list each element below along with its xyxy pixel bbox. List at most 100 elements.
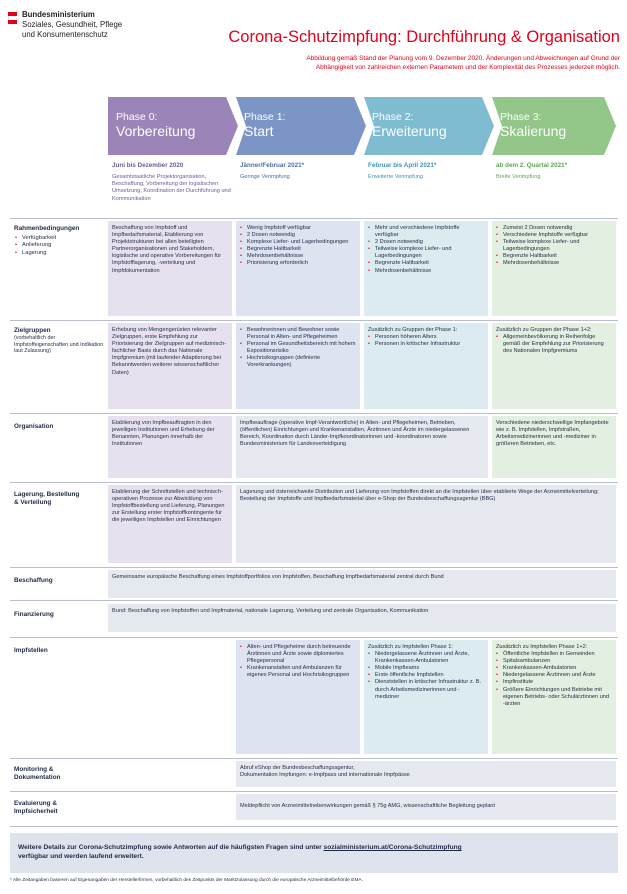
- phase-3-header: Phase 3: Skalierung: [492, 97, 616, 155]
- list-item: Mehrdosenbehältnisse: [496, 260, 612, 267]
- logo-line-1: Bundesministerium: [22, 10, 95, 19]
- cell-impf-phase2: Zusätzlich zu Impfstellen Phase 1: Niede…: [364, 640, 488, 754]
- cell-evaluierung: Meldepflicht von Arzneimittelnebenwirkun…: [236, 794, 616, 820]
- phase-0-header: Phase 0: Vorbereitung: [108, 97, 238, 155]
- cell-ziel-phase1: Bewohnerinnen und Bewohner sowie Persona…: [236, 323, 360, 409]
- list-item: Bewohnerinnen und Bewohner sowie Persona…: [240, 327, 356, 341]
- divider: [10, 600, 618, 601]
- ministry-logo: Bundesministerium Soziales, Gesundheit, …: [8, 10, 178, 40]
- phase-0-period: Juni bis Dezember 2020: [112, 162, 184, 169]
- page-title: Corona-Schutzimpfung: Durchführung & Org…: [228, 28, 620, 46]
- list-item: Begrenzte Haltbarkeit: [496, 253, 612, 260]
- list-item: Teilweise komplexe Liefer- und Lagerbedi…: [368, 246, 484, 260]
- divider: [10, 320, 618, 321]
- phase-2-period: Februar bis April 2021*: [368, 162, 437, 169]
- row-label-zielgruppen: Zielgruppen (vorbehaltlich der Impfstoff…: [14, 327, 104, 355]
- divider: [10, 826, 618, 827]
- list-item: Zumeist 2 Dosen notwendig: [496, 225, 612, 232]
- list-item: Hochrisikogruppen (definierte Vorerkrank…: [240, 355, 356, 369]
- list-item: Wenig Impfstoff verfügbar: [240, 225, 356, 232]
- cell-rahmen-phase1: Wenig Impfstoff verfügbar 2 Dosen notwen…: [236, 221, 360, 316]
- row-label-lagerung: Lagerung, Bestellung & Verteilung: [14, 491, 80, 506]
- list-item: Teilweise komplexe Liefer- und Lagerbedi…: [496, 239, 612, 253]
- divider: [10, 758, 618, 759]
- list-item: Mehrdosenbehältnisse: [368, 268, 484, 275]
- phase-3-period: ab dem 2. Quartal 2021*: [496, 162, 568, 169]
- phase-1-header: Phase 1: Start: [236, 97, 366, 155]
- cell-rahmen-phase2: Mehr und verschiedene Impfstoffe verfügb…: [364, 221, 488, 316]
- list-item: Mehrdosenbehältnisse: [240, 253, 356, 260]
- list-item: Öffentliche Impfstellen in Gemeinden: [496, 651, 612, 658]
- phase-1-name: Start: [244, 123, 274, 139]
- cell-finanzierung: Bund: Beschaffung von Impfstoffen und Im…: [108, 604, 616, 632]
- list-item: Personal im Gesundheitsbereich mit hohem…: [240, 341, 356, 355]
- phase-0-name: Vorbereitung: [116, 123, 196, 139]
- list-item: Größere Einrichtungen und Betriebe mit e…: [496, 687, 612, 708]
- phase-1-label: Phase 1:: [244, 111, 286, 123]
- phase-2-name: Erweiterung: [372, 123, 447, 139]
- row-label-monitoring: Monitoring & Dokumentation: [14, 766, 61, 781]
- cell-rahmen-phase0: Beschaffung von Impfstoff und Impfbedarf…: [108, 221, 232, 316]
- list-item: Krankenanstalten und Ambulanzen für eige…: [240, 665, 356, 679]
- list-item: Mehr und verschiedene Impfstoffe verfügb…: [368, 225, 484, 239]
- phase-0-label: Phase 0:: [116, 111, 158, 123]
- row-label-impfstellen: Impfstellen: [14, 647, 48, 654]
- list-item: Alten- und Pflegeheime durch betreuende …: [240, 644, 356, 665]
- phase-2-header: Phase 2: Erweiterung: [364, 97, 494, 155]
- row-label-finanzierung: Finanzierung: [14, 611, 54, 618]
- logo-line-3: und Konsumentenschutz: [22, 30, 108, 39]
- cell-impf-phase3: Zusätzlich zu Impfstellen Phase 1+2: Öff…: [492, 640, 616, 754]
- list-item: Niedergelassene Ärztinnen und Ärzte: [496, 672, 612, 679]
- list-item: Allgemeinbevölkerung in Reihenfolge gemä…: [496, 334, 612, 355]
- cell-org-phase0: Etablierung von Impfbeauftragten in den …: [108, 416, 232, 478]
- list-item: Spitalsambulanzen: [496, 658, 612, 665]
- list-item: Dienststellen in kritischer Infrastruktu…: [368, 679, 484, 700]
- cell-monitoring: Abruf eShop der Bundesbeschaffungsagentu…: [236, 761, 616, 787]
- phase-1-period: Jänner/Februar 2021*: [240, 162, 305, 169]
- divider: [10, 218, 618, 219]
- cell-impf-phase1: Alten- und Pflegeheime durch betreuende …: [236, 640, 360, 754]
- row-label-evaluierung: Evaluierung & Impfsicherheit: [14, 800, 58, 815]
- list-item: Lagerung: [14, 250, 79, 258]
- footer-info-box: Weitere Details zur Corona-Schutzimpfung…: [10, 833, 618, 873]
- cell-ziel-phase3: Zusätzlich zu Gruppen der Phase 1+2: All…: [492, 323, 616, 409]
- row-label-beschaffung: Beschaffung: [14, 577, 53, 584]
- divider: [10, 413, 618, 414]
- list-item: Krankenkassen-Ambulatorien: [496, 665, 612, 672]
- divider: [10, 791, 618, 792]
- cell-lager-phase123: Lagerung und österreichweite Distributio…: [236, 485, 616, 563]
- divider: [10, 567, 618, 568]
- list-item: Niedergelassene Ärztinnen und Ärzte, Kra…: [368, 651, 484, 665]
- list-item: Begrenzte Haltbarkeit: [368, 260, 484, 267]
- cell-lager-phase0: Etablierung der Schnittstellen und techn…: [108, 485, 232, 563]
- phase-2-desc: Erweiterte Verimpfung: [368, 174, 424, 180]
- phase-2-label: Phase 2:: [372, 111, 414, 123]
- list-item: 2 Dosen notwendig: [368, 239, 484, 246]
- list-item: Verfügbarkeit: [14, 235, 79, 243]
- list-item: Priorisierung erforderlich: [240, 260, 356, 267]
- list-item: Erste öffentliche Impfstellen: [368, 672, 484, 679]
- row-label-rahmenbedingungen: Rahmenbedingungen Verfügbarkeit Anliefer…: [14, 225, 79, 258]
- cell-ziel-phase0: Erhebung von Mengengerüsten relevanter Z…: [108, 323, 232, 409]
- list-item: Impfinstitute: [496, 679, 612, 686]
- list-item: Begrenzte Haltbarkeit: [240, 246, 356, 253]
- list-item: Verschiedene Impfstoffe verfügbar: [496, 232, 612, 239]
- divider: [10, 482, 618, 483]
- divider: [10, 637, 618, 638]
- phase-3-name: Skalierung: [500, 123, 567, 139]
- row-label-organisation: Organisation: [14, 423, 54, 430]
- phase-3-label: Phase 3:: [500, 111, 542, 123]
- cell-ziel-phase2: Zusätzlich zu Gruppen der Phase 1: Perso…: [364, 323, 488, 409]
- logo-line-2: Soziales, Gesundheit, Pflege: [22, 20, 123, 29]
- rahmen-bullets: Verfügbarkeit Anlieferung Lagerung: [14, 235, 79, 258]
- list-item: Mobile Impfteams: [368, 665, 484, 672]
- list-item: Komplexe Liefer- und Lagerbedingungen: [240, 239, 356, 246]
- list-item: Personen in kritischer Infrastruktur: [368, 341, 484, 348]
- cell-beschaffung: Gemeinsame europäische Beschaffung eines…: [108, 570, 616, 598]
- list-item: Personen höheren Alters: [368, 334, 484, 341]
- cell-org-phase12: Impfbeauftrage (operative Impf-Verantwor…: [236, 416, 488, 478]
- ministry-link[interactable]: sozialministerium.at/Corona-Schutzimpfun…: [323, 844, 462, 851]
- page-subtitle: Abbildung gemäß Stand der Planung vom 9.…: [306, 55, 620, 71]
- footnote: * Alle Zeitangaben basieren auf Eigenang…: [10, 878, 364, 883]
- list-item: 2 Dosen notwendig: [240, 232, 356, 239]
